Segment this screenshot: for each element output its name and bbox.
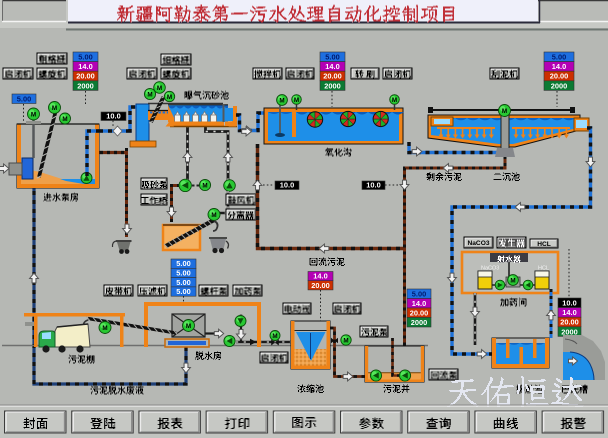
svg-text:NaCO3: NaCO3 — [481, 266, 499, 272]
svg-text:5.00: 5.00 — [552, 53, 566, 62]
svg-text:M: M — [157, 85, 162, 92]
svg-text:5.00: 5.00 — [176, 278, 190, 287]
svg-text:10.0: 10.0 — [366, 180, 380, 189]
svg-text:10.0: 10.0 — [280, 180, 294, 189]
svg-text:5.00: 5.00 — [176, 287, 190, 296]
svg-text:M: M — [294, 97, 299, 104]
svg-text:5.00: 5.00 — [78, 53, 92, 62]
svg-text:5.00: 5.00 — [412, 289, 426, 298]
svg-text:14.0: 14.0 — [325, 62, 339, 71]
svg-text:5.00: 5.00 — [17, 94, 31, 103]
svg-text:5.00: 5.00 — [176, 269, 190, 278]
svg-text:20.00: 20.00 — [550, 72, 569, 81]
svg-text:M: M — [102, 325, 107, 332]
svg-text:M: M — [392, 97, 397, 104]
svg-text:M: M — [211, 212, 216, 219]
svg-text:20.00: 20.00 — [560, 318, 579, 327]
svg-text:HCL: HCL — [538, 266, 549, 272]
svg-text:2000: 2000 — [77, 81, 93, 90]
svg-text:M: M — [510, 277, 515, 284]
svg-text:M: M — [202, 182, 207, 189]
svg-text:20.00: 20.00 — [323, 72, 342, 81]
svg-text:M: M — [502, 108, 507, 115]
svg-text:10.0: 10.0 — [562, 299, 576, 308]
svg-text:2000: 2000 — [561, 327, 577, 336]
svg-text:M: M — [279, 97, 284, 104]
svg-text:2000: 2000 — [324, 81, 340, 90]
svg-text:M: M — [52, 105, 57, 112]
svg-text:14.0: 14.0 — [552, 62, 566, 71]
svg-text:HCL: HCL — [537, 241, 551, 248]
svg-text:14.0: 14.0 — [78, 62, 92, 71]
svg-text:NaCO3: NaCO3 — [468, 240, 490, 247]
svg-text:14.0: 14.0 — [412, 299, 426, 308]
svg-text:14.0: 14.0 — [313, 272, 327, 281]
svg-text:M: M — [272, 333, 277, 340]
svg-text:20.00: 20.00 — [410, 308, 429, 317]
svg-text:20.00: 20.00 — [76, 72, 95, 81]
svg-text:5.00: 5.00 — [176, 259, 190, 268]
svg-text:10.0: 10.0 — [106, 111, 120, 120]
svg-text:M: M — [167, 94, 172, 101]
svg-text:M: M — [62, 116, 67, 123]
svg-text:M: M — [343, 337, 348, 344]
svg-text:5.00: 5.00 — [325, 53, 339, 62]
svg-text:2000: 2000 — [551, 81, 567, 90]
svg-text:2000: 2000 — [411, 318, 427, 327]
svg-text:20.00: 20.00 — [311, 281, 330, 290]
svg-text:14.0: 14.0 — [562, 308, 576, 317]
svg-text:M: M — [186, 323, 191, 330]
svg-text:M: M — [147, 91, 152, 98]
svg-text:M: M — [31, 111, 36, 118]
